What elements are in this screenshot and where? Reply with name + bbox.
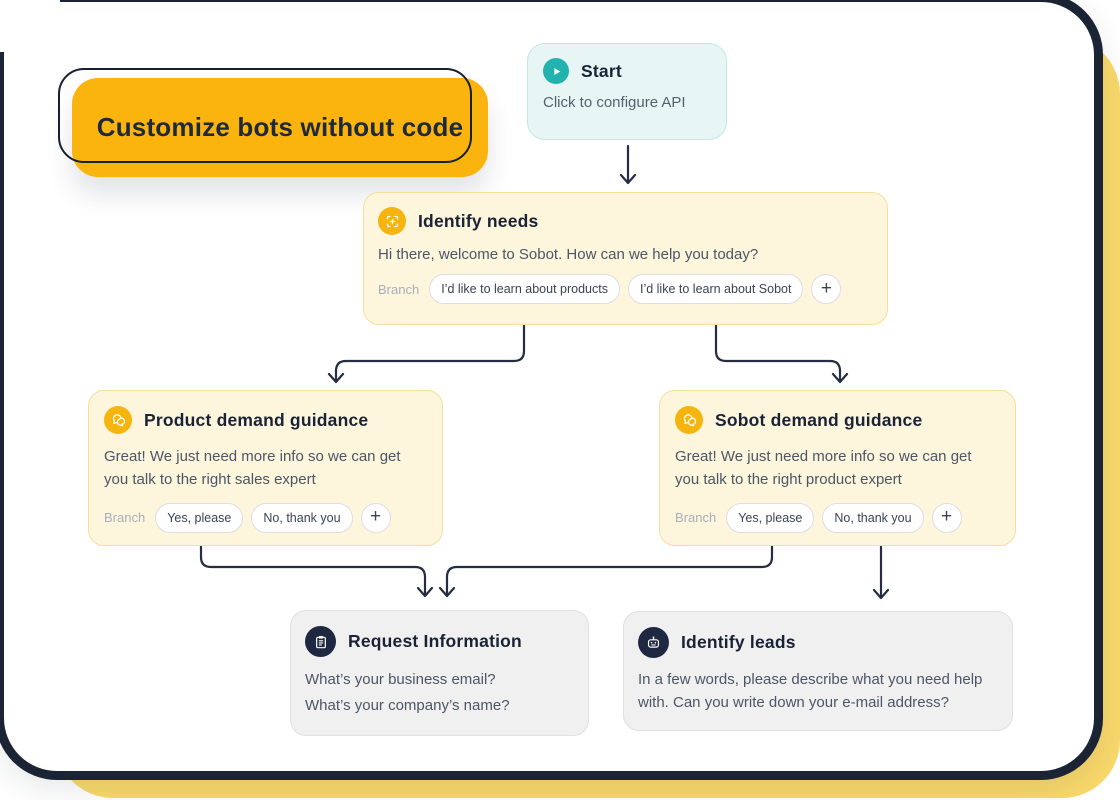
identify-leads-node[interactable]: Identify leads In a few words, please de… (623, 611, 1013, 731)
branch-option-products[interactable]: I’d like to learn about products (429, 274, 620, 304)
sobot-demand-node[interactable]: Sobot demand guidance Great! We just nee… (659, 390, 1016, 546)
chat-bubbles-icon (675, 406, 703, 434)
start-node[interactable]: Start Click to configure API (527, 43, 727, 140)
branch-option-no[interactable]: No, thank you (822, 502, 924, 533)
identify-leads-header: Identify leads (638, 627, 998, 658)
branch-label: Branch (104, 510, 146, 525)
headline-badge-label: Customize bots without code (96, 112, 464, 142)
branch-label: Branch (675, 510, 717, 525)
headline-badge: Customize bots without code (72, 78, 488, 177)
start-node-title: Start (581, 60, 622, 81)
headline-badge-outline (58, 68, 472, 163)
product-demand-message: Great! We just need more info so we can … (104, 445, 427, 492)
add-branch-button[interactable]: + (931, 502, 962, 533)
product-demand-line1: Great! We just need more info so we can … (104, 448, 401, 465)
branch-option-yes[interactable]: Yes, please (155, 502, 244, 533)
request-information-header: Request Information (305, 626, 574, 657)
branch-option-no[interactable]: No, thank you (251, 502, 353, 533)
question-company-name: What’s your company’s name? (305, 696, 510, 714)
clipboard-icon (305, 626, 336, 657)
request-information-node[interactable]: Request Information What’s your business… (290, 610, 589, 736)
identify-needs-branch-row: Branch I’d like to learn about products … (378, 274, 873, 304)
identify-leads-title: Identify leads (681, 632, 796, 652)
identify-needs-node[interactable]: Identify needs Hi there, welcome to Sobo… (363, 192, 888, 325)
identify-needs-message: Hi there, welcome to Sobot. How can we h… (378, 246, 759, 263)
branch-option-sobot[interactable]: I’d like to learn about Sobot (627, 274, 804, 304)
sobot-demand-message: Great! We just need more info so we can … (675, 445, 1000, 492)
play-icon (543, 58, 569, 84)
sobot-demand-header: Sobot demand guidance (675, 406, 1000, 434)
board-corner-cover (0, 0, 60, 52)
start-node-header: Start (543, 58, 711, 84)
scan-focus-icon (378, 207, 406, 235)
branch-option-yes[interactable]: Yes, please (726, 502, 815, 533)
product-demand-header: Product demand guidance (104, 406, 427, 434)
sobot-demand-title: Sobot demand guidance (715, 409, 923, 430)
branch-label: Branch (378, 281, 420, 297)
request-information-questions: What’s your business email? What’s your … (305, 667, 574, 718)
sobot-demand-line1: Great! We just need more info so we can … (675, 448, 972, 465)
sobot-demand-line2: you talk to the right product expert (675, 471, 902, 489)
start-node-subtitle: Click to configure API (543, 94, 686, 111)
add-branch-button[interactable]: + (811, 274, 842, 304)
robot-icon (638, 627, 669, 658)
chat-bubbles-icon (104, 406, 132, 434)
product-demand-branch-row: Branch Yes, please No, thank you + (104, 502, 427, 533)
add-branch-button[interactable]: + (360, 502, 391, 533)
product-demand-title: Product demand guidance (144, 409, 369, 430)
product-demand-line2: you talk to the right sales expert (104, 471, 316, 489)
identify-needs-header: Identify needs (378, 207, 873, 235)
identify-leads-message: In a few words, please describe what you… (638, 671, 983, 712)
request-information-title: Request Information (348, 631, 522, 651)
product-demand-node[interactable]: Product demand guidance Great! We just n… (88, 390, 443, 546)
sobot-demand-branch-row: Branch Yes, please No, thank you + (675, 502, 1000, 533)
identify-needs-title: Identify needs (418, 210, 539, 231)
question-business-email: What’s your business email? (305, 671, 496, 688)
